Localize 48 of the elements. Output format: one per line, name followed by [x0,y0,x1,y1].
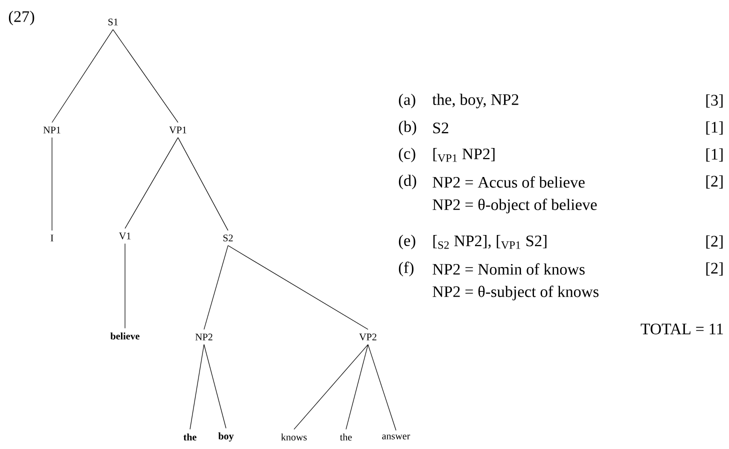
tree-branch [124,243,126,329]
tree-label: the [340,433,352,440]
answer-text: S2 [433,122,448,134]
score-mark: [3] [706,94,723,108]
tree-label: NP2 [195,334,212,340]
tree-branch [346,344,368,430]
answer-text: NP2 = θ-object of believe [432,198,597,214]
answer-text: NP2 = Nomin of knows [432,263,585,275]
answer-text: NP2 = Accus of believe [432,176,585,188]
tree-label: I [50,234,54,242]
score-mark: [2] [706,175,723,189]
tree-label: the [184,433,196,440]
tree-branch [228,245,368,330]
tree-branch [294,344,368,430]
item-letter: (a) [398,94,416,108]
answer-text: [$_{VP1}$ NP2] [433,148,495,162]
item-letter: (b) [398,120,416,136]
tree-label: knows [281,433,307,440]
score-mark: [1] [706,121,723,135]
tree-label: boy [218,432,234,442]
tree-branch [190,344,204,430]
tree-label: VP1 [169,126,186,134]
tree-label: S2 [223,234,233,242]
total-score: TOTAL = 11 [640,324,723,334]
answer-text: [$_{S2}$ NP2], [$_{VP1}$ S2] [433,235,546,249]
tree-label: VP2 [359,334,376,340]
tree-branch [112,29,178,123]
tree-branch [124,137,178,229]
item-letter: (c) [398,148,416,162]
tree-label: believe [110,332,140,340]
item-letter: (d) [398,174,416,190]
score-mark: [2] [706,235,723,249]
tree-label: answer [382,434,410,440]
example-number: (27) [8,10,34,26]
tree-label: V1 [119,232,131,240]
tree-branch [204,245,228,330]
tree-branch [178,137,228,231]
tree-branch [204,344,226,429]
item-letter: (e) [398,234,416,250]
item-letter: (f) [398,262,414,276]
tree-label: NP1 [43,126,60,134]
tree-branch [52,29,114,123]
score-mark: [2] [706,262,723,276]
answer-text: NP2 = θ-subject of knows [432,286,599,300]
tree-branch [368,344,396,431]
score-mark: [1] [706,148,723,162]
answer-text: the, boy, NP2 [432,94,518,108]
tree-label: S1 [108,18,118,26]
